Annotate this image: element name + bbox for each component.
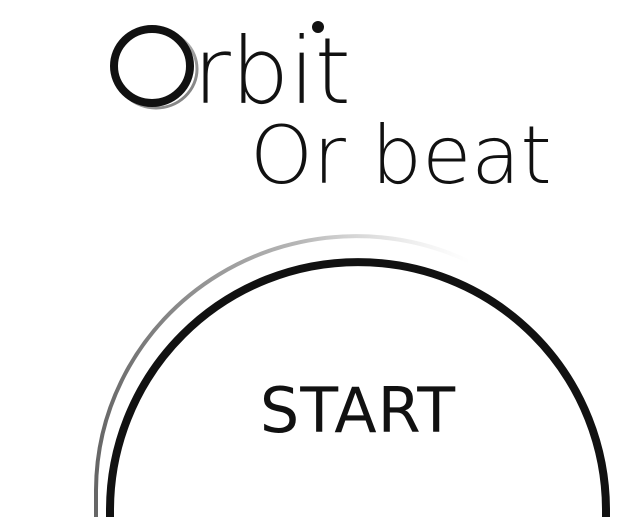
start-orbit-shadow (94, 234, 471, 517)
logo-orbit-dot (312, 21, 324, 33)
start-orbit-arc (106, 258, 610, 517)
logo-orbit-o (110, 25, 194, 107)
start-label: START (260, 374, 456, 447)
logo-title-rest: rbit (193, 18, 351, 125)
start-button[interactable]: START (94, 234, 610, 517)
logo-subtitle: Or beat (250, 109, 552, 202)
logo: rbit Or beat (110, 18, 552, 202)
